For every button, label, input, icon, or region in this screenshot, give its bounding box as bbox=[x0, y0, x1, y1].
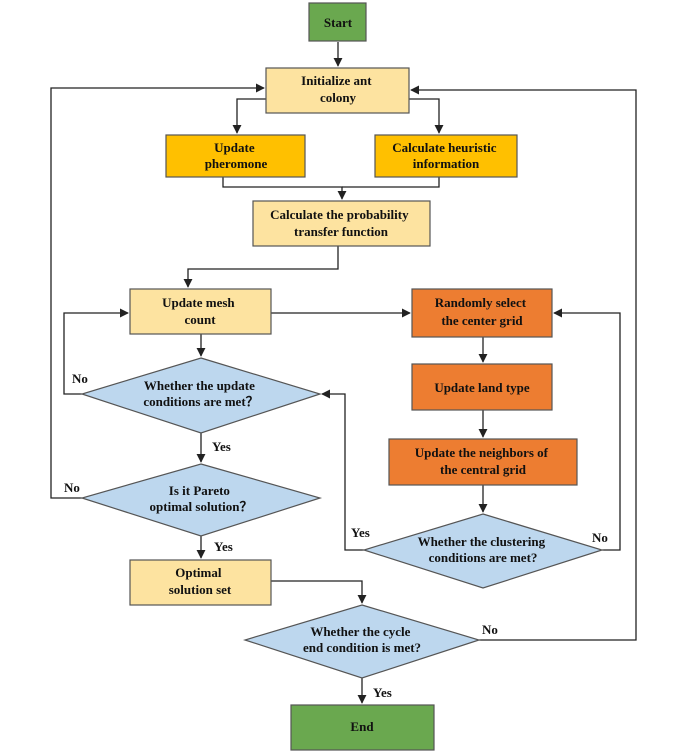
svg-text:Update mesh count: Update mesh count bbox=[162, 295, 238, 327]
start-terminal bbox=[308, 2, 367, 42]
label-cluster-no: No bbox=[592, 530, 608, 545]
edge-pheromone-probability bbox=[222, 177, 347, 200]
start-label: Start bbox=[324, 15, 353, 30]
edge-heuristic-probability bbox=[342, 177, 440, 188]
cycle-line-1: Whether the cycle bbox=[310, 624, 410, 639]
edge-optimal-cycle bbox=[271, 580, 367, 604]
init-box bbox=[265, 67, 410, 114]
node-start: Start bbox=[308, 2, 367, 42]
node-land: Update land type bbox=[411, 363, 553, 411]
label-cycle-no: No bbox=[482, 622, 498, 637]
cycle-line-2: end condition is met? bbox=[303, 640, 421, 655]
svg-text:Whether the update condi: Whether the update conditions are met？ bbox=[143, 378, 258, 409]
node-cycle: Whether the cycle end condition is met? bbox=[242, 604, 482, 679]
node-optimal: Optimal solution set bbox=[129, 559, 272, 606]
pareto-line-1: Is it Pareto bbox=[169, 483, 230, 498]
node-pareto: Is it Pareto optimal solution？ bbox=[79, 463, 323, 537]
cycle-diamond bbox=[242, 604, 482, 679]
edge-cluster-no-loop bbox=[553, 308, 621, 551]
mesh-line-1: Update mesh bbox=[162, 295, 235, 310]
pareto-line-2: optimal solution？ bbox=[150, 499, 253, 514]
init-line-1: Initialize ant bbox=[301, 73, 372, 88]
pareto-diamond bbox=[79, 463, 323, 537]
edge-probability-mesh bbox=[183, 246, 339, 288]
edge-cluster-yes-updatecond bbox=[321, 389, 364, 551]
node-end: End bbox=[290, 704, 435, 751]
probability-line-1: Calculate the probability bbox=[270, 207, 409, 222]
cluster-line-1: Whether the clustering bbox=[418, 534, 546, 549]
svg-text:Update the neighbors of: Update the neighbors of the central grid bbox=[415, 445, 552, 477]
edge-updatecond-no-loop bbox=[63, 308, 129, 395]
node-neighbors: Update the neighbors of the central grid bbox=[388, 438, 578, 486]
land-box bbox=[411, 363, 553, 411]
svg-text:Calculate the probability: Calculate the probability transfer funct… bbox=[270, 207, 412, 239]
svg-text:Whether the cycle end co: Whether the cycle end condition is met? bbox=[303, 624, 421, 655]
svg-text:Whether the clustering c: Whether the clustering conditions are me… bbox=[418, 534, 549, 565]
random-grid-box bbox=[411, 288, 553, 338]
pheromone-line-2: pheromone bbox=[205, 156, 268, 171]
svg-text:Update pheromone: Update pheromone bbox=[205, 140, 268, 171]
svg-text:Initialize ant colony: Initialize ant colony bbox=[301, 73, 375, 105]
optimal-box bbox=[129, 559, 272, 606]
svg-text:Randomly select the cent: Randomly select the center grid bbox=[435, 295, 530, 328]
label-cluster-yes: Yes bbox=[351, 525, 370, 540]
svg-text:Calculate heuristic info: Calculate heuristic information bbox=[392, 140, 500, 171]
end-label: End bbox=[350, 719, 374, 734]
edges bbox=[50, 42, 637, 704]
update-cond-diamond bbox=[80, 357, 322, 434]
node-pheromone: Update pheromone bbox=[165, 134, 306, 178]
label-update-yes: Yes bbox=[212, 439, 231, 454]
node-probability: Calculate the probability transfer funct… bbox=[252, 200, 431, 247]
update-cond-line-1: Whether the update bbox=[144, 378, 255, 393]
init-line-2: colony bbox=[320, 90, 357, 105]
end-terminal bbox=[290, 704, 435, 751]
node-update-cond: Whether the update conditions are met？ bbox=[80, 357, 322, 434]
random-grid-line-1: Randomly select bbox=[435, 295, 527, 310]
node-cluster: Whether the clustering conditions are me… bbox=[361, 513, 605, 589]
land-label: Update land type bbox=[434, 380, 530, 395]
node-mesh: Update mesh count bbox=[129, 288, 272, 335]
cluster-diamond bbox=[361, 513, 605, 589]
svg-text:Optimal solution set: Optimal solution set bbox=[169, 565, 232, 597]
cluster-line-2: conditions are met? bbox=[429, 550, 538, 565]
label-pareto-no: No bbox=[64, 480, 80, 495]
heuristic-box bbox=[374, 134, 518, 178]
heuristic-line-1: Calculate heuristic bbox=[392, 140, 497, 155]
mesh-line-2: count bbox=[184, 312, 216, 327]
label-pareto-yes: Yes bbox=[214, 539, 233, 554]
neighbors-line-1: Update the neighbors of bbox=[415, 445, 549, 460]
heuristic-line-2: information bbox=[413, 156, 480, 171]
label-update-no: No bbox=[72, 371, 88, 386]
edge-cycle-no-loop bbox=[410, 85, 637, 641]
pheromone-line-1: Update bbox=[214, 140, 255, 155]
random-grid-line-2: the center grid bbox=[441, 313, 523, 328]
node-init: Initialize ant colony bbox=[265, 67, 410, 114]
edge-pareto-no-loop bbox=[50, 83, 265, 499]
edge-init-pheromone bbox=[232, 98, 266, 134]
node-heuristic: Calculate heuristic information bbox=[374, 134, 518, 178]
probability-box bbox=[252, 200, 431, 247]
pheromone-box bbox=[165, 134, 306, 178]
svg-text:Is it Pareto optimal sol: Is it Pareto optimal solution？ bbox=[150, 483, 253, 514]
edge-labels: No Yes No Yes Yes No No Yes bbox=[64, 371, 608, 700]
optimal-line-1: Optimal bbox=[175, 565, 222, 580]
probability-line-2: transfer function bbox=[294, 224, 389, 239]
mesh-box bbox=[129, 288, 272, 335]
update-cond-line-2: conditions are met？ bbox=[143, 394, 258, 409]
edge-init-heuristic bbox=[409, 98, 444, 134]
optimal-line-2: solution set bbox=[169, 582, 232, 597]
node-random-grid: Randomly select the center grid bbox=[411, 288, 553, 338]
neighbors-box bbox=[388, 438, 578, 486]
neighbors-line-2: the central grid bbox=[440, 462, 527, 477]
label-cycle-yes: Yes bbox=[373, 685, 392, 700]
